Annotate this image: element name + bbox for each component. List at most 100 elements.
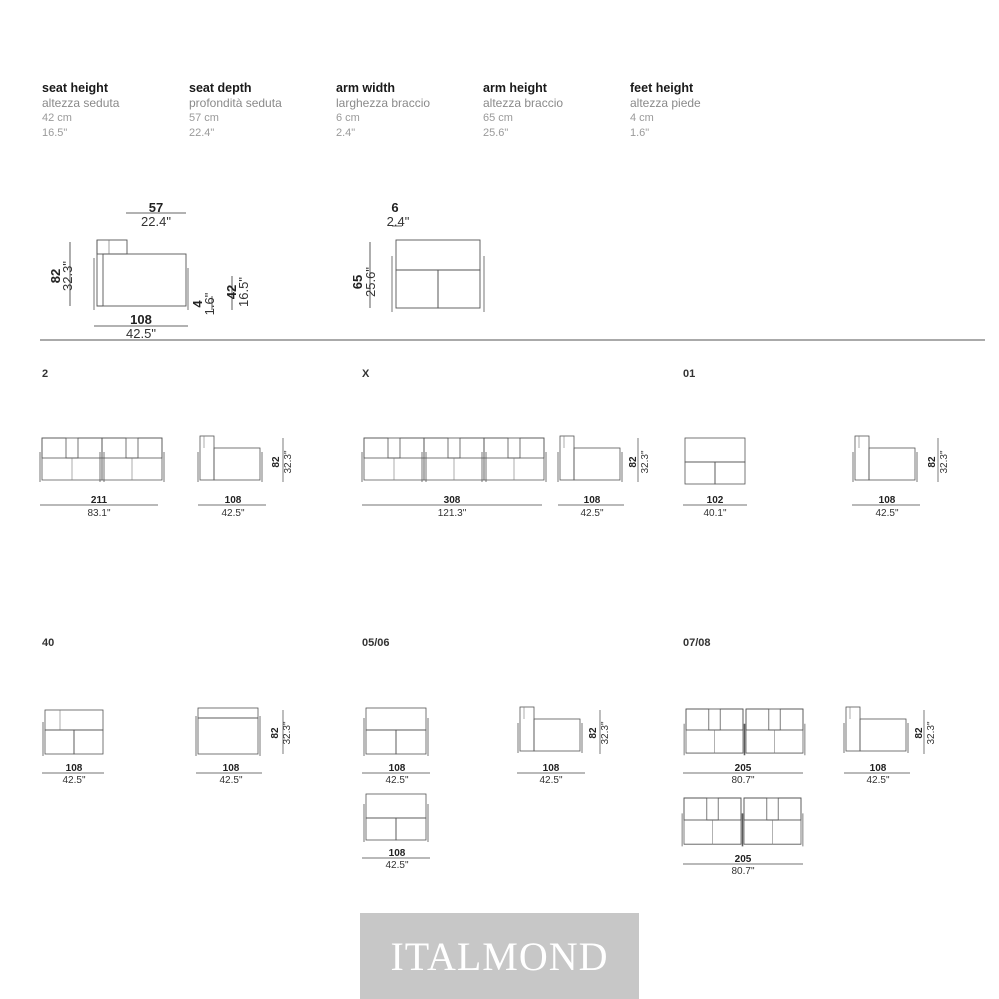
dim-108-in: 42.5" [385,860,408,871]
dim-height-in: 32.3" [60,261,75,291]
dim-82-in: 32.3" [926,721,937,744]
spec-value-cm: 4 cm [630,112,654,124]
dim-seat-height-in: 16.5" [236,277,251,307]
dim-108-cm: 108 [870,763,887,774]
dim-308-in: 121.3" [438,508,467,519]
module-0708-front-alt [681,797,804,847]
spec-label: arm height [483,81,547,95]
dim-108-cm: 108 [223,763,240,774]
dim-82-in: 32.3" [282,721,293,744]
spec-value-in: 16.5" [42,127,68,139]
module-0708-front [683,708,806,756]
dim-depth-cm: 108 [130,312,152,327]
dim-82-cm: 82 [628,456,639,468]
dim-108-in: 42.5" [539,775,562,786]
spec-label-it: altezza piede [630,96,701,110]
dim-108-cm: 108 [879,495,896,506]
dim-feet-cm: 4 [190,300,205,308]
dim-seat-height-cm: 42 [224,285,239,299]
dim-height-cm: 82 [48,269,63,283]
module-2-front [39,437,165,483]
spec-value-cm: 65 cm [483,112,513,124]
module-x-front [361,437,547,483]
spec-label: seat depth [189,81,252,95]
dim-108-cm: 108 [389,763,406,774]
dim-108-in: 42.5" [221,508,244,519]
dim-108-in: 42.5" [866,775,889,786]
module-x-side [557,435,623,483]
section-label-40: 40 [42,637,54,649]
spec-value-in: 1.6" [630,127,650,139]
dim-211-in: 83.1" [87,508,110,519]
spec-label: feet height [630,81,694,95]
spec-feet-height: feet height altezza piede 4 cm 1.6" [630,80,770,141]
spec-value-cm: 6 cm [336,112,360,124]
watermark-text: ITALMOND [390,933,609,979]
module-01-front [684,437,746,485]
dim-211-cm: 211 [91,495,108,506]
module-40-front [42,709,104,756]
dim-feet-in: 1.6" [202,292,217,315]
spec-table: seat height altezza seduta 42 cm 16.5" s… [42,80,762,150]
module-0506-side [517,706,583,754]
dim-arm-width-in: 2.4" [387,214,410,229]
section-label-x: X [362,368,370,380]
spec-label-it: altezza seduta [42,96,120,110]
dim-seat-depth-in: 22.4" [141,214,171,229]
dim-108-cm: 108 [543,763,560,774]
watermark-logo: ITALMOND [360,913,639,999]
dim-arm-width-cm: 6 [391,200,398,215]
section-label-0506: 05/06 [362,637,390,649]
section-label-01: 01 [683,368,695,380]
dim-102-in: 40.1" [703,508,726,519]
module-01-side [852,435,918,483]
module-2-side [197,435,263,483]
spec-label-it: profondità seduta [189,96,282,110]
spec-value-cm: 42 cm [42,112,72,124]
dim-seat-depth-cm: 57 [149,200,163,215]
spec-value-cm: 57 cm [189,112,219,124]
spec-arm-height: arm height altezza braccio 65 cm 25.6" [483,80,623,141]
dim-108-in: 42.5" [62,775,85,786]
dim-108-cm: 108 [225,495,242,506]
dim-arm-height-in: 25.6" [363,267,378,297]
spec-label-it: altezza braccio [483,96,564,110]
dim-108-in: 42.5" [875,508,898,519]
module-40-side [195,707,261,756]
main-side-view [69,212,233,327]
dim-108-cm: 108 [66,763,83,774]
dim-108-in: 42.5" [580,508,603,519]
spec-value-in: 25.6" [483,127,509,139]
dim-205-in: 80.7" [731,775,754,786]
spec-label: arm width [336,81,396,95]
dim-108-cm: 108 [389,848,406,859]
dim-308-cm: 308 [444,495,461,506]
dim-82-cm: 82 [914,727,925,739]
module-0506-front [363,707,429,756]
dim-108-in: 42.5" [219,775,242,786]
spec-seat-height: seat height altezza seduta 42 cm 16.5" [42,80,182,141]
dim-82-in: 32.3" [640,450,651,473]
spec-label: seat height [42,81,108,95]
dim-205-cm: 205 [735,763,752,774]
spec-arm-width: arm width larghezza braccio 6 cm 2.4" [336,80,476,141]
dim-82-in: 32.3" [600,721,611,744]
main-front-view [369,225,485,312]
dim-108-cm: 108 [584,495,601,506]
dim-82-cm: 82 [927,456,938,468]
section-label-0708: 07/08 [683,637,711,649]
dim-82-in: 32.3" [283,450,294,473]
module-0708-side [843,706,909,754]
dim-205-in: 80.7" [731,866,754,877]
dim-102-cm: 102 [707,495,724,506]
dim-108-in: 42.5" [385,775,408,786]
spec-label-it: larghezza braccio [336,96,431,110]
dim-depth-in: 42.5" [126,326,156,341]
dim-205-cm: 205 [735,854,752,865]
dim-82-cm: 82 [270,727,281,739]
spec-value-in: 22.4" [189,127,215,139]
dim-82-in: 32.3" [939,450,950,473]
spec-seat-depth: seat depth profondità seduta 57 cm 22.4" [189,80,329,141]
section-label-2: 2 [42,368,48,380]
